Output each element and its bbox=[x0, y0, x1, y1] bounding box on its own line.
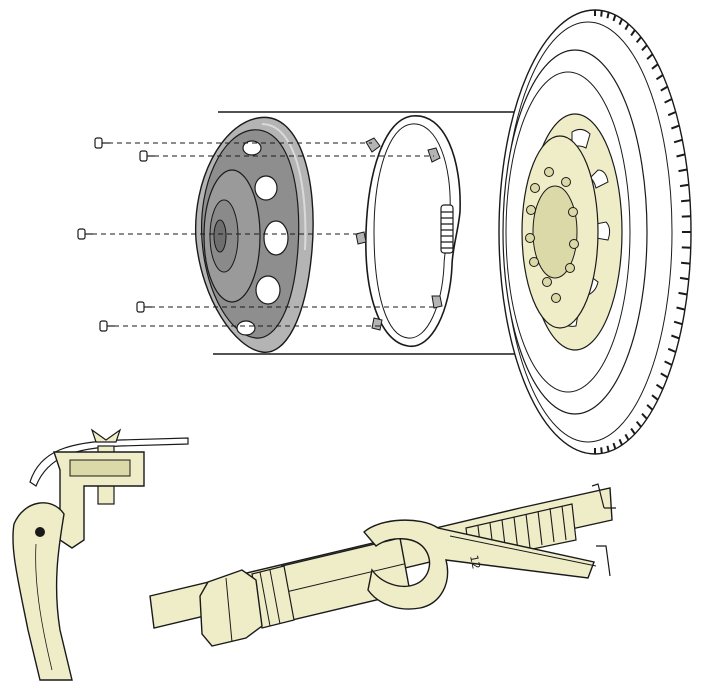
ring-clips bbox=[355, 137, 443, 331]
tread-tick bbox=[671, 334, 680, 340]
valve-stem-assembly: 12 bbox=[149, 483, 616, 647]
alignment-lines bbox=[92, 142, 436, 327]
nut-icon bbox=[530, 183, 540, 193]
tread-tick bbox=[679, 276, 689, 281]
tread-tick bbox=[618, 438, 623, 446]
tread-tick bbox=[641, 44, 648, 51]
tread-tick bbox=[646, 53, 654, 60]
wing-screw-icon bbox=[90, 428, 122, 443]
hubcap-vents bbox=[236, 140, 289, 336]
wheel bbox=[498, 9, 692, 455]
clip-cross-section bbox=[12, 428, 189, 681]
tread-tick bbox=[671, 124, 680, 130]
ring-spring bbox=[440, 204, 454, 254]
tread-tick bbox=[664, 98, 673, 104]
tire-tread bbox=[594, 10, 691, 454]
nut-icon bbox=[569, 239, 579, 249]
tread-tick bbox=[660, 372, 669, 379]
tread-tick bbox=[678, 168, 688, 173]
tread-tick bbox=[655, 383, 664, 390]
tread-tick bbox=[673, 320, 683, 326]
ring-outer bbox=[365, 115, 461, 347]
tread-tick bbox=[635, 420, 642, 428]
nut-icon bbox=[542, 277, 552, 287]
nut-icon bbox=[529, 257, 539, 267]
screw-icon bbox=[139, 150, 155, 162]
tread-tick bbox=[651, 394, 659, 401]
nut-icon bbox=[568, 207, 578, 217]
tread-tick bbox=[618, 18, 623, 26]
lug-nuts bbox=[525, 167, 579, 303]
tread-tick bbox=[680, 199, 691, 203]
tread-tick bbox=[600, 447, 603, 454]
screw-icon bbox=[77, 228, 93, 240]
retaining-ring bbox=[355, 115, 461, 347]
tread-tick bbox=[624, 433, 630, 441]
screw-icon bbox=[136, 301, 152, 313]
tread-tick bbox=[651, 63, 659, 70]
tread-tick bbox=[612, 14, 617, 22]
tread-tick bbox=[676, 153, 686, 158]
nut-icon bbox=[199, 569, 263, 647]
tread-tick bbox=[673, 138, 683, 144]
tread-tick bbox=[667, 111, 677, 117]
nut-icon bbox=[561, 177, 571, 187]
tread-tick bbox=[641, 413, 648, 420]
tread-tick bbox=[655, 74, 664, 81]
tread-tick bbox=[667, 347, 677, 353]
hubcap-center bbox=[213, 219, 227, 253]
tread-tick bbox=[676, 306, 686, 311]
tread-tick bbox=[600, 10, 603, 17]
tread-tick bbox=[679, 183, 689, 188]
tread-tick bbox=[612, 442, 617, 450]
ring-inner bbox=[373, 123, 451, 339]
tread-tick bbox=[624, 23, 630, 31]
tread-tick bbox=[635, 36, 642, 44]
screw-icon bbox=[99, 320, 115, 332]
tread-tick bbox=[680, 261, 691, 265]
tread-tick bbox=[646, 404, 654, 411]
wrench bbox=[363, 519, 595, 610]
screws bbox=[77, 137, 155, 332]
hubcap bbox=[194, 116, 314, 353]
wheel-hub-center bbox=[532, 185, 578, 279]
tread-tick bbox=[630, 427, 636, 435]
nut-icon bbox=[544, 167, 554, 177]
tread-tick bbox=[660, 85, 669, 92]
nut-icon bbox=[565, 263, 575, 273]
nut-icon bbox=[551, 293, 561, 303]
tread-tick bbox=[606, 445, 610, 452]
nut-icon bbox=[526, 205, 536, 215]
tread-tick bbox=[664, 360, 673, 366]
nut-icon bbox=[525, 233, 535, 243]
tread-tick bbox=[606, 12, 610, 19]
wrench-size-label: 12 bbox=[467, 554, 483, 570]
valve-hex-body bbox=[281, 537, 411, 621]
screw-icon bbox=[94, 137, 110, 149]
tread-tick bbox=[630, 29, 636, 37]
tread-tick bbox=[678, 291, 688, 296]
